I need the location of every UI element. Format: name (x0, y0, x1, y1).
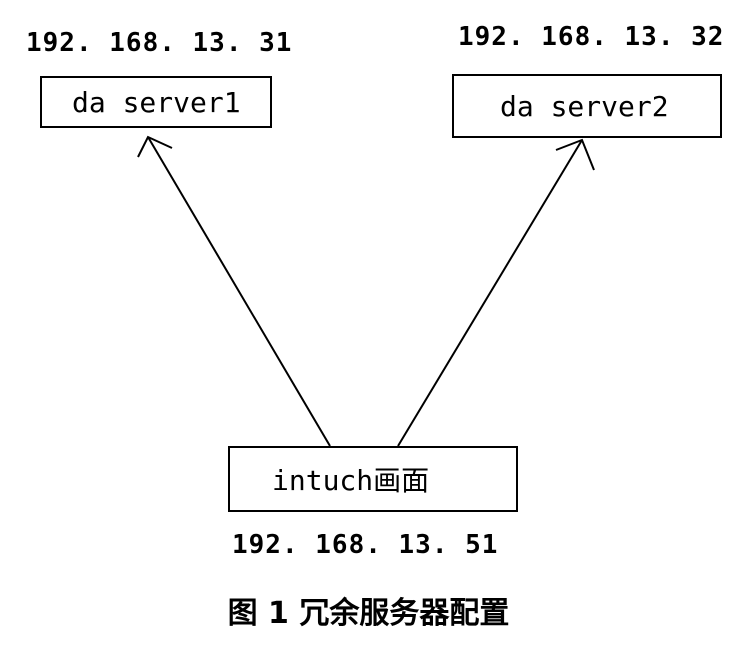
client-label: intuch画面 (272, 464, 430, 497)
arrow-to-server2 (397, 139, 583, 447)
client-box: intuch画面 (228, 446, 518, 512)
server2-label: da server2 (500, 89, 669, 123)
arrowhead-server2 (555, 138, 595, 171)
client-ip: 192. 168. 13. 51 (232, 530, 499, 560)
server1-ip: 192. 168. 13. 31 (26, 28, 293, 58)
figure-caption: 图 1 冗余服务器配置 (227, 596, 510, 631)
server2-box: da server2 (452, 74, 722, 138)
server2-ip: 192. 168. 13. 32 (458, 22, 725, 52)
arrow-to-server1 (147, 136, 331, 447)
server1-box: da server1 (40, 76, 272, 128)
arrowhead-server1 (137, 135, 173, 158)
server1-label: da server1 (72, 85, 241, 119)
